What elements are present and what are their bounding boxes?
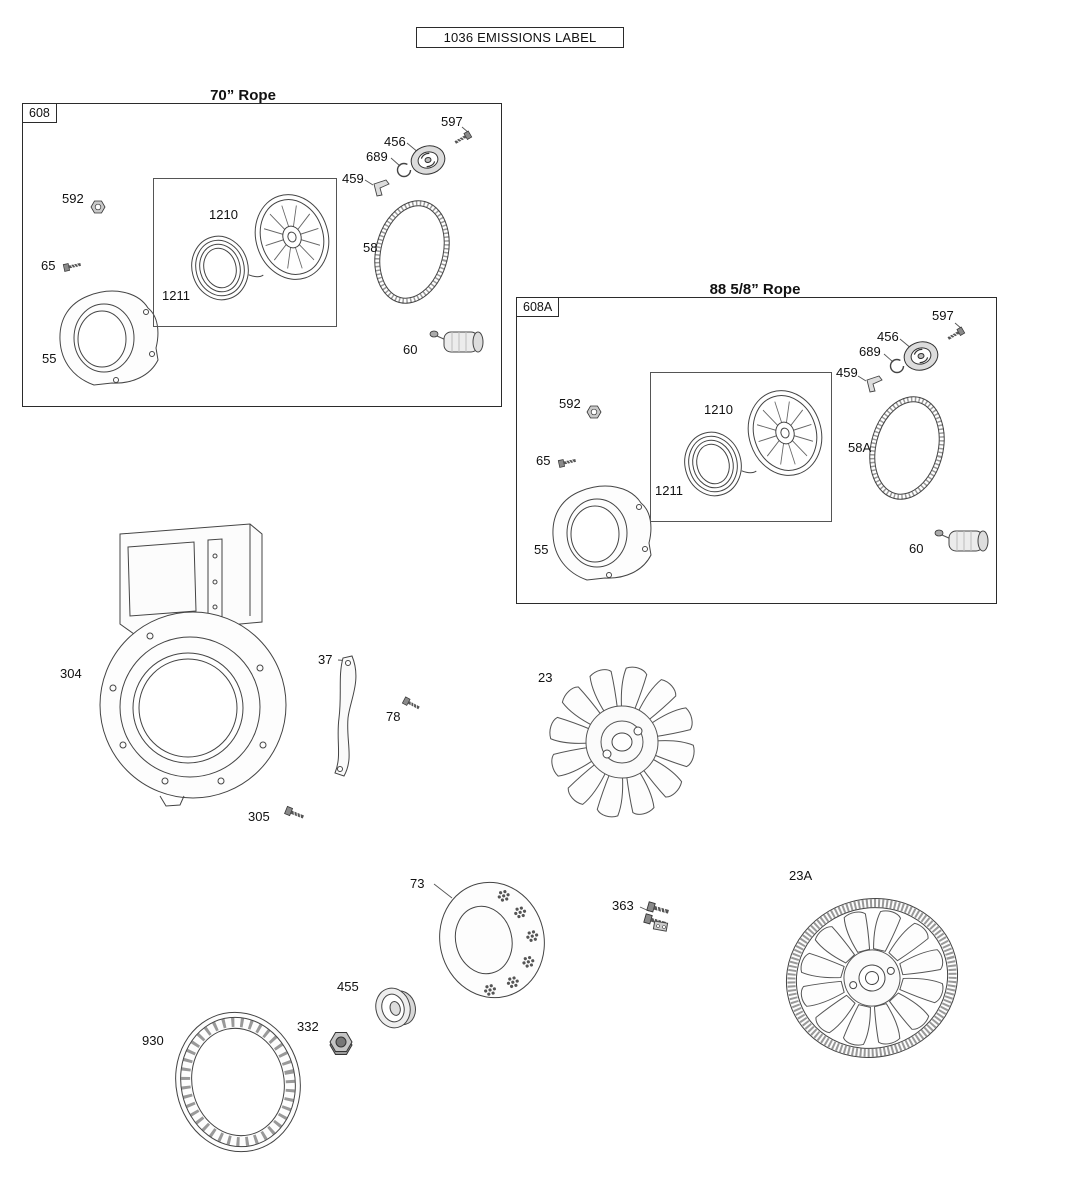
- part-label-1210a: 1210: [704, 402, 733, 417]
- part-label-592: 592: [62, 191, 84, 206]
- part-label-58a: 58A: [848, 440, 872, 455]
- flywheel-23a-drawing: [768, 879, 975, 1076]
- part-label-363: 363: [612, 898, 634, 913]
- starter-housing-55-drawing: [59, 290, 159, 386]
- part-label-73: 73: [410, 876, 425, 891]
- section-tag-608: 608: [22, 103, 57, 123]
- part-label-456: 456: [384, 134, 406, 149]
- inner-frame-608: [153, 178, 337, 327]
- part-label-597a: 597: [932, 308, 954, 323]
- part-label-456a: 456: [877, 329, 899, 344]
- nut-332-drawing: [329, 1032, 353, 1055]
- rope-handle-60-drawing: [429, 330, 484, 353]
- retainer-clip-689-drawing: [396, 162, 412, 178]
- part-label-930: 930: [142, 1033, 164, 1048]
- screen-73-drawing: [439, 881, 545, 999]
- starter-clutch-456a-drawing: [903, 341, 939, 371]
- rope-58-drawing: [374, 200, 450, 304]
- part-label-1210: 1210: [209, 207, 238, 222]
- part-label-55a: 55: [534, 542, 549, 557]
- part-label-455: 455: [337, 979, 359, 994]
- section-frame-608: [22, 103, 502, 407]
- rewind-spring-1211-drawing: [191, 235, 264, 301]
- flywheel-23-drawing: [535, 653, 709, 832]
- part-label-60a: 60: [909, 541, 924, 556]
- part-label-459a: 459: [836, 365, 858, 380]
- part-label-459: 459: [342, 171, 364, 186]
- part-label-55: 55: [42, 351, 57, 366]
- ring-930-drawing: [175, 1011, 301, 1153]
- part-label-1211a: 1211: [655, 483, 683, 498]
- screw-305-drawing: [282, 804, 307, 823]
- inner-frame-608a: [650, 372, 832, 522]
- part-label-689a: 689: [859, 344, 881, 359]
- part-label-58: 58: [363, 240, 378, 255]
- part-label-65a: 65: [536, 453, 551, 468]
- bracket-37-drawing: [334, 655, 357, 777]
- part-label-1211: 1211: [162, 288, 190, 303]
- part-label-65: 65: [41, 258, 56, 273]
- part-label-23a: 23A: [789, 868, 813, 883]
- starter-clutch-456-drawing: [410, 145, 446, 175]
- starter-cup-455-drawing: [375, 987, 416, 1029]
- part-label-60: 60: [403, 342, 418, 357]
- starter-housing-55a-drawing: [552, 485, 652, 581]
- part-label-597: 597: [441, 114, 463, 129]
- screws-363-drawing: [641, 899, 672, 932]
- part-label-592a: 592: [559, 396, 581, 411]
- retainer-clip-689a-drawing: [889, 358, 905, 374]
- section-frame-608a: [516, 297, 997, 604]
- section-tag-608a: 608A: [516, 297, 560, 317]
- rewind-spring-1211a-drawing: [684, 431, 757, 497]
- rope-58a-drawing: [869, 396, 945, 500]
- section-heading-88-rope: 88 5/8” Rope: [709, 281, 801, 298]
- section-heading-70-rope: 70” Rope: [210, 87, 276, 104]
- pawl-459-drawing: [373, 179, 390, 197]
- part-label-689: 689: [366, 149, 388, 164]
- part-label-332: 332: [297, 1019, 319, 1034]
- recoil-pulley-1210a-drawing: [747, 390, 823, 476]
- part-label-78: 78: [386, 709, 401, 724]
- part-label-305: 305: [248, 809, 270, 824]
- rope-handle-60a-drawing: [934, 529, 989, 552]
- blower-housing-304-drawing: [99, 523, 287, 807]
- screw-78-drawing: [400, 695, 423, 713]
- part-label-304: 304: [60, 666, 82, 681]
- emissions-label-box: 1036 EMISSIONS LABEL: [416, 27, 624, 48]
- part-label-37: 37: [318, 652, 333, 667]
- recoil-pulley-1210-drawing: [254, 194, 330, 280]
- pawl-459a-drawing: [866, 375, 883, 393]
- part-label-23: 23: [538, 670, 553, 685]
